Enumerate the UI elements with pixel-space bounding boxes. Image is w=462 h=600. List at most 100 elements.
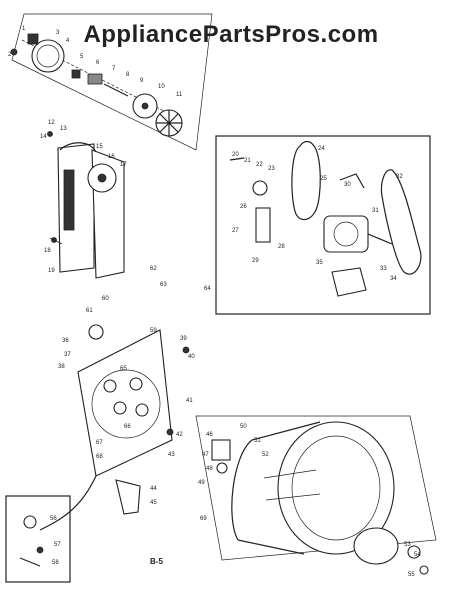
part-label-15: 15 xyxy=(96,144,103,150)
bracket-plate xyxy=(57,143,95,273)
part-label-59: 59 xyxy=(150,328,157,334)
part-label-64: 64 xyxy=(204,286,211,292)
part-label-10: 10 xyxy=(158,84,165,90)
motor-pulley xyxy=(252,180,268,196)
drum-assembly xyxy=(195,415,437,575)
bearing-screw xyxy=(166,428,174,436)
part-label-63: 63 xyxy=(160,282,167,288)
part-label-61: 61 xyxy=(86,308,93,314)
part-label-29: 29 xyxy=(252,258,259,264)
inset-part-a xyxy=(23,515,37,529)
blower-vanes xyxy=(156,110,182,136)
part-label-56: 56 xyxy=(50,516,57,522)
inset-leader xyxy=(19,557,41,567)
part-label-57: 57 xyxy=(54,542,61,548)
drum-baffle-lines xyxy=(263,469,321,501)
inset-part-b xyxy=(36,546,44,554)
watermark-text: AppliancePartsPros.com xyxy=(83,21,378,48)
part-label-52: 52 xyxy=(262,452,269,458)
motor-end xyxy=(333,221,359,247)
roller-part xyxy=(88,324,104,340)
screw-part xyxy=(10,48,18,56)
part-label-31: 31 xyxy=(372,208,379,214)
shaft-part xyxy=(103,83,129,97)
part-label-25: 25 xyxy=(320,176,327,182)
bulkhead-screw xyxy=(182,346,190,354)
part-label-62: 62 xyxy=(150,266,157,272)
part-label-3: 3 xyxy=(56,30,60,36)
part-label-20: 20 xyxy=(232,152,239,158)
drum-bottom-edge xyxy=(237,539,305,555)
drum-rear-edge xyxy=(231,439,253,541)
nut-part xyxy=(27,33,39,45)
left-bracket-assembly xyxy=(47,131,125,279)
part-label-32: 32 xyxy=(396,174,403,180)
part-label-39: 39 xyxy=(180,336,187,342)
part-label-7: 7 xyxy=(112,66,116,72)
rear-bulkhead xyxy=(39,324,190,531)
part-label-9: 9 xyxy=(140,78,144,84)
idler-hub xyxy=(97,173,107,183)
spring-clip-a xyxy=(339,173,365,189)
part-label-36: 36 xyxy=(62,338,69,344)
drum-roller xyxy=(216,462,228,474)
part-label-11: 11 xyxy=(176,92,183,98)
part-label-66: 66 xyxy=(124,424,131,430)
part-label-69: 69 xyxy=(200,516,207,522)
bolt-leader xyxy=(49,237,63,245)
part-label-1: 1 xyxy=(22,26,26,32)
part-label-16: 16 xyxy=(108,154,115,160)
motor-switch xyxy=(255,207,271,243)
part-label-65: 65 xyxy=(120,366,127,372)
motor-shaft xyxy=(367,233,393,245)
part-label-60: 60 xyxy=(102,296,109,302)
part-label-17: 17 xyxy=(120,162,127,168)
part-label-24: 24 xyxy=(318,146,325,152)
drum-washer xyxy=(407,545,421,559)
part-label-27: 27 xyxy=(232,228,239,234)
part-label-41: 41 xyxy=(186,398,193,404)
top-left-assembly xyxy=(10,13,213,151)
part-label-23: 23 xyxy=(268,166,275,172)
part-label-67: 67 xyxy=(96,440,103,446)
figure-label: B-5 xyxy=(150,557,163,566)
long-belt xyxy=(380,169,422,275)
washer-inner xyxy=(36,44,60,68)
drum-bracket xyxy=(211,439,231,461)
part-label-43: 43 xyxy=(168,452,175,458)
bulkhead-hole-d xyxy=(135,403,149,417)
part-label-18: 18 xyxy=(44,248,51,254)
top-left-outline xyxy=(11,13,213,151)
drum-box-outline xyxy=(195,415,437,561)
part-label-40: 40 xyxy=(188,354,195,360)
part-label-26: 26 xyxy=(240,204,247,210)
part-label-50: 50 xyxy=(240,424,247,430)
part-label-30: 30 xyxy=(344,182,351,188)
part-label-13: 13 xyxy=(60,126,67,132)
part-label-68: 68 xyxy=(96,454,103,460)
part-label-22: 22 xyxy=(256,162,263,168)
drive-motor xyxy=(323,215,369,253)
part-label-35: 35 xyxy=(316,260,323,266)
motor-mount xyxy=(331,267,367,297)
part-label-47: 47 xyxy=(202,452,209,458)
part-label-44: 44 xyxy=(150,486,157,492)
part-label-5: 5 xyxy=(80,54,84,60)
part-label-34: 34 xyxy=(390,276,397,282)
exhaust-duct xyxy=(115,479,141,515)
bracket-slot xyxy=(63,169,75,231)
bulkhead-ring xyxy=(91,369,161,439)
heater-wire xyxy=(39,475,97,531)
pulley-hub xyxy=(141,102,149,110)
part-label-12: 12 xyxy=(48,120,55,126)
bulkhead-panel xyxy=(77,329,173,477)
part-label-4: 4 xyxy=(66,38,70,44)
motor-belt xyxy=(291,140,321,221)
part-label-37: 37 xyxy=(64,352,71,358)
part-label-49: 49 xyxy=(198,480,205,486)
part-label-46: 46 xyxy=(206,432,213,438)
part-label-54: 54 xyxy=(414,552,421,558)
motor-box-frame xyxy=(215,135,431,315)
bulkhead-hole-a xyxy=(103,379,117,393)
